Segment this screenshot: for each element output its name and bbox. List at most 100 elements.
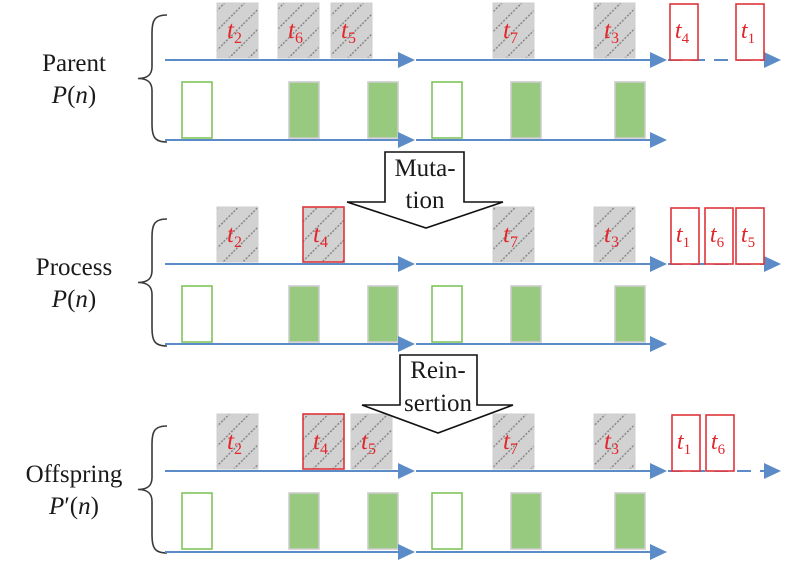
task-box-t5: t5 (350, 413, 393, 470)
pending-task-t1: t1 (670, 207, 700, 265)
machine-2-timeline (165, 492, 667, 560)
task-label: t5 (341, 17, 356, 47)
task-box-t2: t2 (216, 413, 259, 470)
pending-task-rect (735, 3, 765, 61)
arrowhead-icon (398, 256, 415, 272)
scheduled-task-rect (492, 413, 535, 470)
pending-task-t6: t6 (705, 414, 735, 472)
task-label: t2 (227, 17, 242, 47)
scheduled-task-rect (330, 2, 373, 59)
arrowhead-icon (764, 52, 781, 68)
machine-2-timeline (165, 81, 667, 148)
busy-block (367, 81, 399, 139)
task-label: t6 (711, 429, 726, 458)
busy-block (367, 492, 399, 550)
arrowhead-icon (764, 256, 781, 272)
task-label: t6 (288, 17, 303, 47)
idle-block (431, 492, 463, 550)
task-box-t7: t7 (492, 413, 535, 470)
machine-1-timeline: t2 t6 t5 t7 t3 t4 t1 (165, 2, 781, 68)
scheduled-task-rect (216, 206, 259, 263)
idle-block (431, 81, 463, 139)
row-formula: P(n) (51, 82, 96, 109)
reinsertion-arrow-icon (361, 354, 514, 434)
idle-block (181, 285, 213, 343)
arrowhead-icon (650, 463, 667, 479)
task-label: t1 (677, 429, 691, 458)
arrowhead-icon (650, 544, 667, 560)
task-label: t6 (710, 222, 725, 251)
scheduled-task-rect (593, 413, 636, 470)
task-label: t2 (227, 221, 242, 251)
busy-block (614, 81, 646, 139)
idle-block (181, 81, 213, 139)
mutation-operator: Muta- tion (346, 151, 504, 229)
pending-task-t4: t4 (669, 3, 699, 61)
task-label: t4 (313, 221, 328, 251)
task-label: t7 (503, 428, 518, 458)
task-label: t3 (604, 428, 619, 458)
arrowhead-icon (764, 463, 781, 479)
task-box-t3: t3 (593, 206, 636, 263)
busy-block (614, 285, 646, 343)
task-box-t7: t7 (492, 206, 535, 263)
busy-block (510, 492, 542, 550)
pending-task-t6: t6 (704, 207, 734, 265)
task-label: t7 (503, 221, 518, 251)
scheduled-task-rect (216, 2, 259, 59)
busy-block (614, 492, 646, 550)
pending-task-rect (670, 207, 700, 265)
busy-block (288, 492, 320, 550)
mutation-label-line-2: tion (406, 187, 445, 214)
machine-2-timeline (165, 285, 667, 352)
task-box-t5: t5 (330, 2, 373, 59)
task-box-t4: t4 (302, 413, 345, 470)
arrowhead-icon (398, 463, 415, 479)
task-box-t6: t6 (277, 2, 320, 59)
mutated-task-rect (302, 413, 345, 470)
brace-icon (137, 425, 168, 554)
arrowhead-icon (398, 544, 415, 560)
machine-1-timeline: t2 t4 t5 t7 t3 t1 t6 (165, 413, 781, 479)
arrowhead-icon (650, 132, 667, 148)
reinsertion-label-line-2: sertion (404, 390, 473, 417)
task-label: t3 (604, 221, 619, 251)
busy-block (510, 81, 542, 139)
pending-task-rect (705, 414, 735, 472)
idle-block (181, 492, 213, 550)
task-label: t5 (741, 222, 755, 251)
task-box-t2: t2 (216, 2, 259, 59)
arrowhead-icon (398, 336, 415, 352)
brace-icon (137, 218, 168, 347)
task-box-t3: t3 (593, 413, 636, 470)
task-label: t2 (227, 428, 242, 458)
pending-task-t1: t1 (735, 3, 765, 61)
busy-block (288, 81, 320, 139)
pending-task-t5: t5 (735, 207, 765, 265)
busy-block (510, 285, 542, 343)
task-box-t4: t4 (302, 206, 345, 263)
scheduled-task-rect (277, 2, 320, 59)
machine-1-timeline: t2 t4 t7 t3 t1 t6 t5 (165, 206, 781, 272)
task-label: t7 (503, 17, 518, 47)
arrowhead-icon (650, 52, 667, 68)
task-label: t3 (604, 17, 619, 47)
task-box-t2: t2 (216, 206, 259, 263)
busy-block (367, 285, 399, 343)
scheduled-task-rect (492, 206, 535, 263)
scheduled-task-rect (593, 2, 636, 59)
scheduled-task-rect (350, 413, 393, 470)
row-formula: P′(n) (48, 493, 99, 520)
pending-task-rect (735, 207, 765, 265)
row-formula: P(n) (51, 286, 96, 313)
scheduled-task-rect (593, 206, 636, 263)
busy-block (288, 285, 320, 343)
reinsertion-operator: Rein- sertion (361, 354, 514, 434)
task-label: t4 (313, 428, 328, 458)
row-label: Parent (42, 50, 106, 77)
